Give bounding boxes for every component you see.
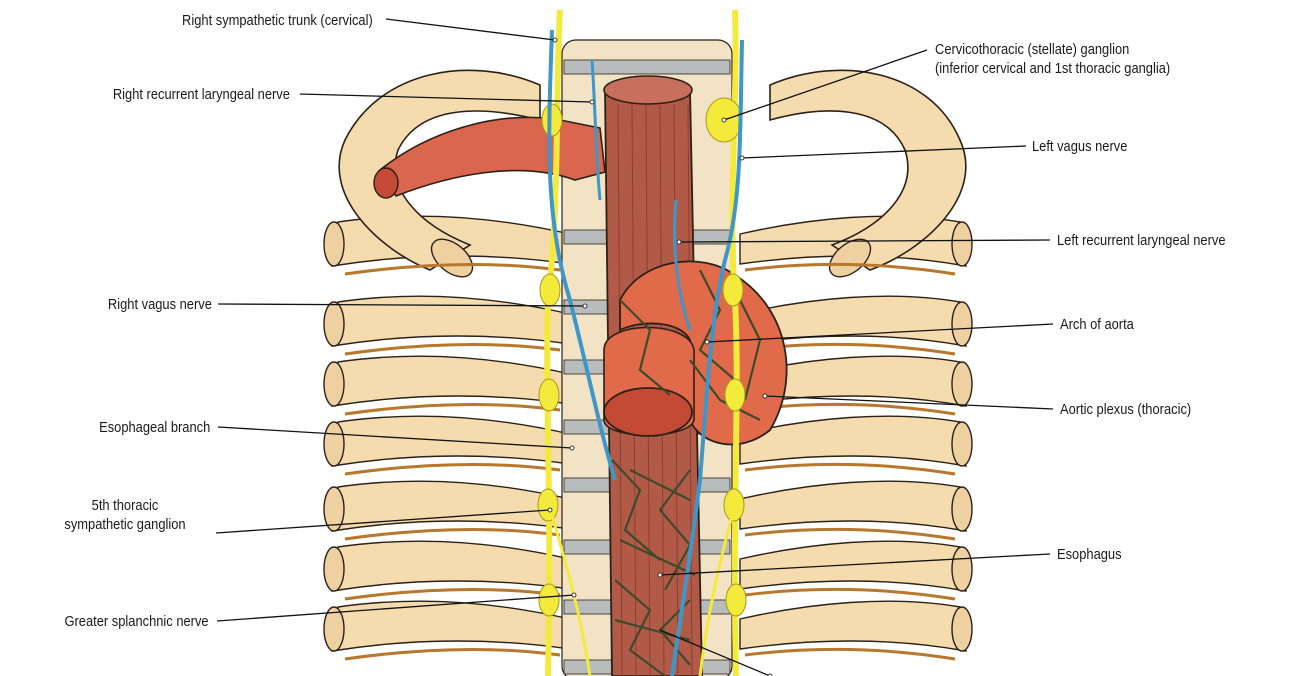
intercostal-vessel-right-7 xyxy=(745,649,955,659)
label-aortic-plexus: Aortic plexus (thoracic) xyxy=(1060,400,1191,419)
subclavian-vessel-cut-end xyxy=(374,168,398,198)
aorta-cut-end xyxy=(604,388,692,436)
label-cervicothoracic-ganglion: Cervicothoracic (stellate) ganglion (inf… xyxy=(935,40,1170,78)
leader-esophageal-branch-point xyxy=(570,446,574,450)
rib-left-end-2 xyxy=(324,302,344,346)
intercostal-vessel-right-6 xyxy=(745,589,955,599)
rib-left-3 xyxy=(332,356,570,406)
label-greater-splanchnic-nerve: Greater splanchnic nerve xyxy=(65,612,209,631)
rib-left-end-3 xyxy=(324,362,344,406)
label-left-recurrent-laryngeal-nerve: Left recurrent laryngeal nerve xyxy=(1057,231,1226,250)
esophagus-top xyxy=(604,76,692,104)
rib-right-7 xyxy=(740,601,966,651)
rib-right-6 xyxy=(740,541,966,591)
leader-aortic-plexus-point xyxy=(763,394,767,398)
rib-left-end-4 xyxy=(324,422,344,466)
intercostal-vessel-left-6 xyxy=(345,589,560,599)
leader-5th-thoracic-sympathetic-ganglion-point xyxy=(548,508,552,512)
label-right-recurrent-laryngeal-nerve: Right recurrent laryngeal nerve xyxy=(113,85,290,104)
sympathetic-ganglion-right-5 xyxy=(539,584,559,616)
label-arch-of-aorta: Arch of aorta xyxy=(1060,315,1134,334)
rib-right-end-1 xyxy=(952,222,972,266)
intercostal-vessel-left-3 xyxy=(345,404,560,414)
leader-left-vagus-nerve xyxy=(742,146,1026,158)
intervertebral-disc-1 xyxy=(564,60,730,74)
label-esophagus: Esophagus xyxy=(1057,545,1122,564)
intercostal-vessel-left-7 xyxy=(345,649,560,659)
leader-left-recurrent-laryngeal-nerve-point xyxy=(677,240,681,244)
rib-left-end-1 xyxy=(324,222,344,266)
leader-arch-of-aorta-point xyxy=(705,340,709,344)
rib-left-7 xyxy=(332,601,570,651)
sympathetic-ganglion-left-2 xyxy=(725,379,745,411)
rib-right-end-4 xyxy=(952,422,972,466)
rib-left-6 xyxy=(332,541,570,591)
leader-right-vagus-nerve-point xyxy=(583,304,587,308)
leader-greater-splanchnic-nerve-point xyxy=(572,593,576,597)
sympathetic-ganglion-right-4 xyxy=(538,489,558,521)
leader-esophagus-point xyxy=(658,573,662,577)
label-5th-thoracic-sympathetic-ganglion: 5th thoracic sympathetic ganglion xyxy=(35,496,216,534)
intercostal-vessel-left-2 xyxy=(345,344,560,354)
leader-right-sympathetic-trunk xyxy=(386,19,555,40)
intercostal-vessel-right-4 xyxy=(745,464,955,474)
leader-right-sympathetic-trunk-point xyxy=(553,38,557,42)
label-right-sympathetic-trunk: Right sympathetic trunk (cervical) xyxy=(182,11,373,30)
leader-right-recurrent-laryngeal-nerve-point xyxy=(590,100,594,104)
rib-left-2 xyxy=(332,296,570,346)
rib-right-end-3 xyxy=(952,362,972,406)
label-right-vagus-nerve: Right vagus nerve xyxy=(108,295,212,314)
rib-right-end-2 xyxy=(952,302,972,346)
rib-right-5 xyxy=(740,481,966,531)
sympathetic-ganglion-right-1 xyxy=(542,104,562,136)
rib-left-end-6 xyxy=(324,547,344,591)
rib-right-end-5 xyxy=(952,487,972,531)
leader-left-vagus-nerve-point xyxy=(740,156,744,160)
intercostal-vessel-right-5 xyxy=(745,529,955,539)
label-left-vagus-nerve: Left vagus nerve xyxy=(1032,137,1127,156)
sympathetic-ganglion-left-4 xyxy=(726,584,746,616)
label-esophageal-branch: Esophageal branch xyxy=(99,418,210,437)
sympathetic-ganglion-left-1 xyxy=(723,274,743,306)
rib-right-end-6 xyxy=(952,547,972,591)
sympathetic-ganglion-right-3 xyxy=(539,379,559,411)
rib-left-5 xyxy=(332,481,570,531)
rib-right-end-7 xyxy=(952,607,972,651)
leader-cervicothoracic-ganglion-point xyxy=(722,118,726,122)
intercostal-vessel-left-5 xyxy=(345,529,560,539)
intercostal-vessel-left-4 xyxy=(345,464,560,474)
sympathetic-ganglion-right-2 xyxy=(540,274,560,306)
